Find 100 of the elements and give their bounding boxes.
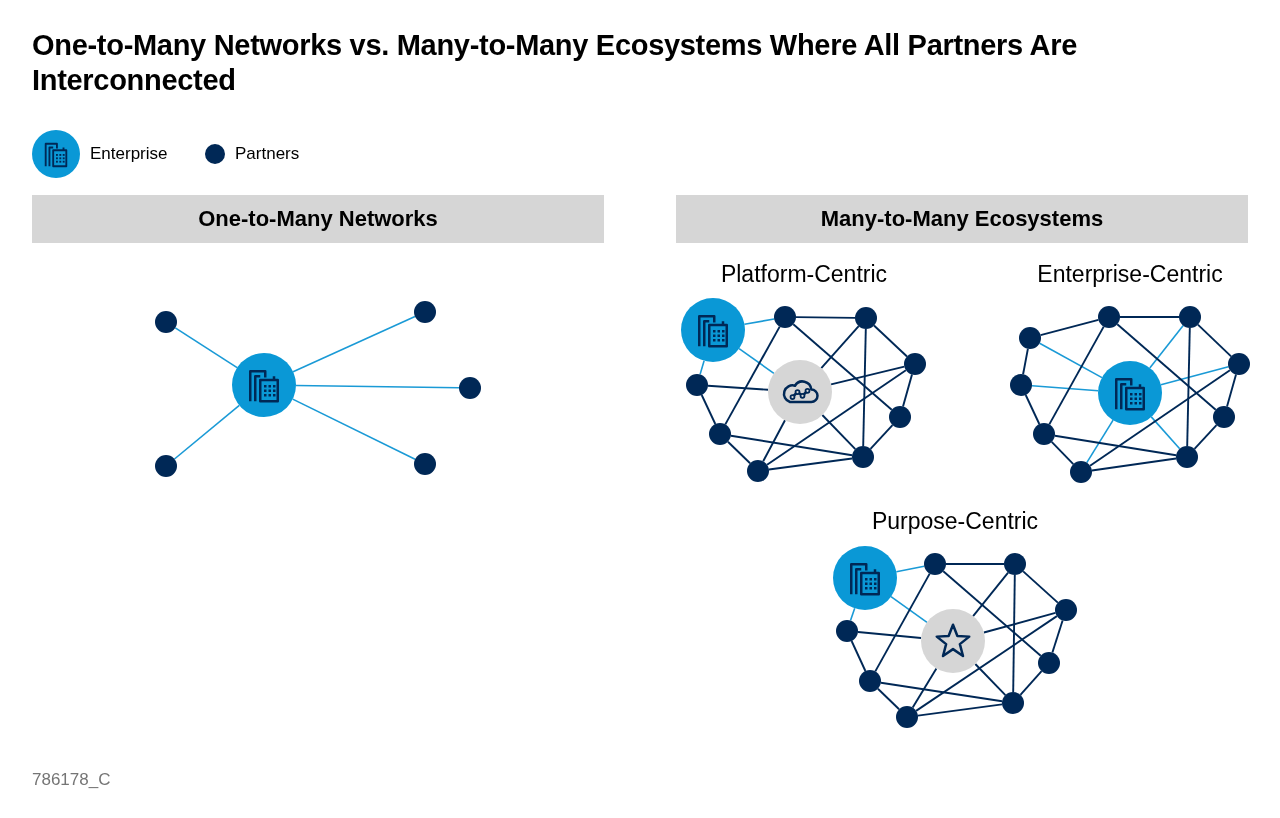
partner-dot — [155, 455, 177, 477]
title: One-to-Many Networks vs. Many-to-Many Ecosystems Where All Partners Are Interconnected — [32, 28, 1078, 98]
connector-line — [820, 325, 860, 370]
partner-dot — [1010, 374, 1032, 396]
partner-dot — [904, 353, 926, 375]
connector-line — [873, 324, 908, 358]
connector-line — [895, 565, 925, 573]
connector-line — [1186, 327, 1191, 447]
connector-line — [830, 365, 906, 386]
connector-line — [762, 419, 786, 463]
partner-dot — [686, 374, 708, 396]
connector-line — [945, 563, 1005, 565]
connector-line — [792, 323, 893, 411]
platform-circle — [768, 360, 832, 424]
partner-dot — [1213, 406, 1235, 428]
connector-line — [1050, 440, 1075, 466]
partner-dot — [855, 307, 877, 329]
enterprise-circle — [1098, 361, 1162, 425]
connector-line — [821, 414, 857, 451]
connector-line — [738, 347, 775, 375]
connector-line — [1086, 419, 1114, 464]
connector-line — [1160, 366, 1230, 386]
connector-line — [942, 570, 1042, 657]
partner-dot — [1176, 446, 1198, 468]
connector-line — [1051, 619, 1064, 654]
partner-dot — [459, 377, 481, 399]
partner-dot — [836, 620, 858, 642]
partner-dot — [414, 301, 436, 323]
legend-label: Enterprise — [90, 144, 168, 164]
connector-line — [1022, 347, 1029, 376]
partner-dot — [859, 670, 881, 692]
partner-dot — [852, 446, 874, 468]
enterprise-circle — [232, 353, 296, 417]
partner-dot — [1070, 461, 1092, 483]
connector-line — [915, 615, 1058, 712]
connector-line — [916, 703, 1004, 717]
partner-dot — [924, 553, 946, 575]
network-title: Platform-Centric — [720, 261, 888, 288]
partner-dot — [1055, 599, 1077, 621]
connector-line — [890, 595, 928, 624]
connector-line — [857, 631, 923, 639]
connector-line — [850, 640, 867, 672]
partner-dot — [1019, 327, 1041, 349]
connector-line — [1193, 424, 1218, 450]
legend-label: Partners — [235, 144, 300, 164]
connector-line — [1119, 316, 1180, 318]
partner-dot — [709, 423, 731, 445]
partner-dot — [1033, 423, 1055, 445]
connector-line — [1024, 394, 1041, 425]
connector-line — [1022, 570, 1059, 604]
section-header: One-to-Many Networks — [32, 195, 604, 243]
partner-dot — [1179, 306, 1201, 328]
connector-line — [1048, 325, 1105, 426]
connector-line — [173, 404, 241, 460]
connector-line — [743, 318, 775, 326]
partner-dot — [155, 311, 177, 333]
connector-line — [1053, 434, 1178, 457]
partner-dot — [747, 460, 769, 482]
connector-line — [1149, 324, 1184, 369]
connector-line — [1012, 574, 1016, 693]
connector-line — [849, 607, 856, 622]
connector-line — [1019, 670, 1043, 696]
connector-line — [1031, 385, 1099, 392]
connector-line — [1089, 369, 1231, 467]
connector-line — [1090, 457, 1178, 472]
partner-dot — [1228, 353, 1250, 375]
connector-line — [982, 611, 1057, 634]
connector-line — [766, 369, 907, 466]
connector-line — [874, 572, 931, 673]
partner-dot — [414, 453, 436, 475]
connector-line — [1038, 342, 1103, 379]
figure-id: 786178_C — [32, 770, 111, 790]
partner-dot — [1004, 553, 1026, 575]
connector-line — [902, 373, 913, 408]
connector-line — [292, 315, 416, 373]
connector-line — [174, 327, 238, 369]
partner-dot — [889, 406, 911, 428]
purpose-circle — [921, 609, 985, 673]
connector-line — [724, 325, 781, 426]
connector-line — [876, 687, 901, 711]
partner-dot — [1002, 692, 1024, 714]
partner-dot — [774, 306, 796, 328]
connector-line — [1196, 323, 1233, 358]
connector-line — [700, 394, 717, 425]
connector-line — [707, 384, 770, 391]
connector-line — [699, 359, 705, 376]
connector-line — [767, 457, 854, 471]
partner-dot — [1098, 306, 1120, 328]
connector-line — [1039, 318, 1100, 337]
connector-line — [1150, 416, 1181, 450]
connector-line — [911, 667, 938, 709]
connector-line — [862, 328, 867, 447]
connector-line — [729, 434, 854, 457]
connector-line — [879, 681, 1004, 703]
connector-line — [291, 398, 416, 460]
network-title: Purpose-Centric — [871, 508, 1039, 535]
connector-line — [795, 316, 856, 319]
connector-line — [974, 663, 1007, 697]
network-title: Enterprise-Centric — [1037, 261, 1223, 288]
connector-line — [295, 384, 460, 389]
